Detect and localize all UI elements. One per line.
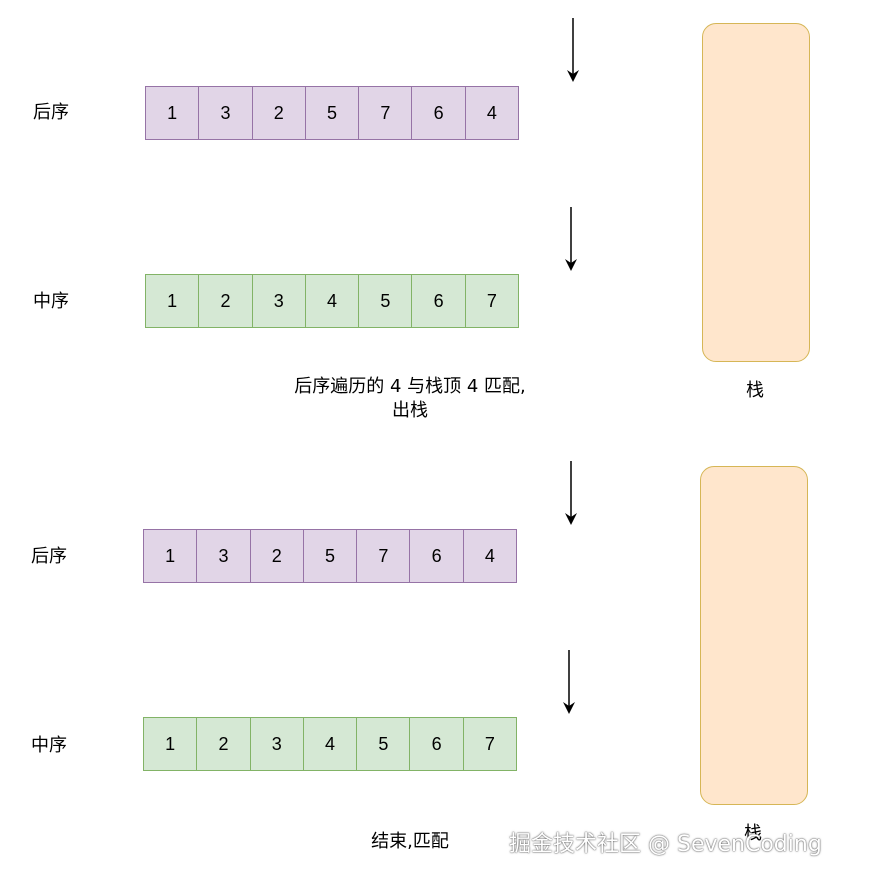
down-arrow-icon [565,207,577,271]
array-cell: 3 [251,274,306,328]
array-cell: 7 [356,529,411,583]
array-cell: 7 [462,717,518,771]
array-cell: 7 [464,274,520,328]
array-cell: 4 [304,274,360,328]
postorder-label: 后序 [31,546,67,567]
array-cell: 5 [356,717,411,771]
array-cell: 5 [304,86,360,140]
array-cell: 6 [411,86,466,140]
down-arrow-icon [565,461,577,525]
array-cell: 6 [411,274,466,328]
stack-box [702,23,810,362]
array-cell: 1 [143,529,198,583]
array-cell: 4 [462,529,518,583]
array-cell: 5 [358,274,413,328]
postorder-array: 1 3 2 5 7 6 4 [143,529,518,583]
array-cell: 4 [302,717,358,771]
stack-label: 栈 [746,380,764,401]
stack-label: 栈 [744,823,762,844]
array-cell: 4 [464,86,520,140]
array-cell: 1 [143,717,198,771]
inorder-label: 中序 [33,291,69,312]
postorder-label: 后序 [33,102,69,123]
array-cell: 1 [145,274,200,328]
caption-line: 后序遍历的 4 与栈顶 4 匹配, [294,376,526,397]
caption-line: 结束,匹配 [371,831,449,852]
array-cell: 3 [196,529,251,583]
inorder-array: 1 2 3 4 5 6 7 [145,274,520,328]
down-arrow-icon [567,18,579,82]
array-cell: 2 [249,529,304,583]
stack-box [700,466,808,805]
step-caption: 后序遍历的 4 与栈顶 4 匹配, 出栈 [260,375,560,423]
inorder-array: 1 2 3 4 5 6 7 [143,717,518,771]
down-arrow-icon [563,650,575,714]
inorder-label: 中序 [31,735,67,756]
array-cell: 5 [302,529,358,583]
array-cell: 3 [198,86,253,140]
array-cell: 6 [409,529,464,583]
postorder-array: 1 3 2 5 7 6 4 [145,86,520,140]
array-cell: 7 [358,86,413,140]
step-caption: 结束,匹配 [340,830,480,854]
watermark: 掘金技术社区 @ SevenCoding [509,832,822,857]
array-cell: 2 [198,274,253,328]
array-cell: 2 [251,86,306,140]
array-cell: 2 [196,717,251,771]
array-cell: 1 [145,86,200,140]
array-cell: 6 [409,717,464,771]
caption-line: 出栈 [392,400,428,421]
array-cell: 3 [249,717,304,771]
